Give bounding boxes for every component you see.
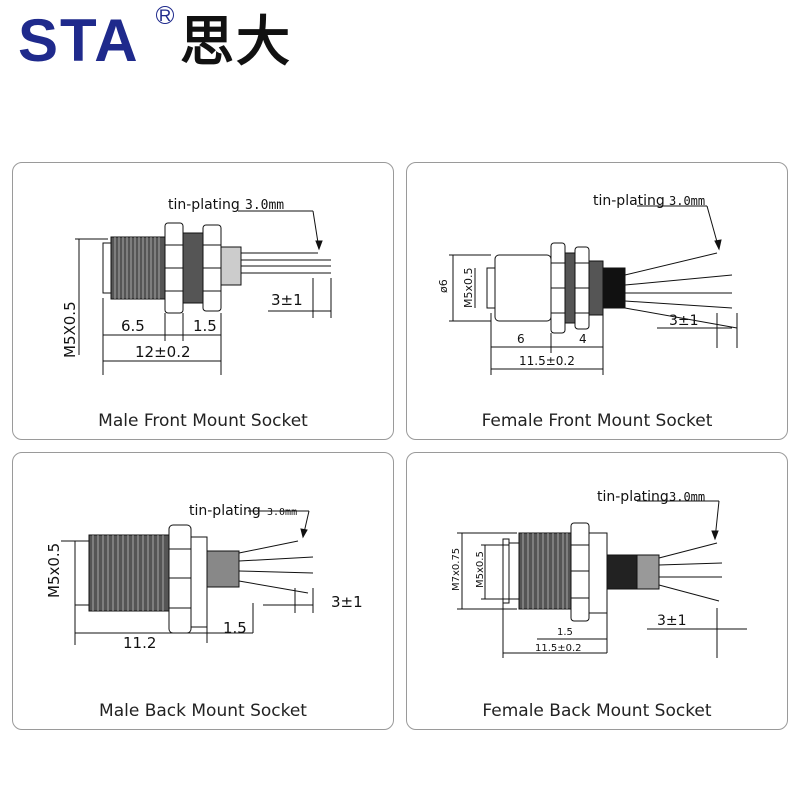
panel-caption: Male Back Mount Socket xyxy=(99,701,307,721)
dim-a-label: 6 xyxy=(517,332,525,346)
dim-b-label: 1.5 xyxy=(193,317,217,335)
dim-wire-label: 3±1 xyxy=(331,593,363,611)
registered-mark: R xyxy=(156,6,174,25)
dim-b-label: 1.5 xyxy=(557,627,573,638)
tin-plating-value: 3.0mm xyxy=(267,507,297,518)
tin-plating-label: tin-plating xyxy=(597,489,669,505)
dim-a-label: 6.5 xyxy=(121,317,145,335)
dim-total-label: 12±0.2 xyxy=(135,343,191,361)
dim-b-label: 4 xyxy=(579,332,587,346)
panel-male-back: M5x0.5 11.2 1.5 3±1 tin-plating 3.0mm Ma… xyxy=(12,452,394,730)
dia-dim-label: ø6 xyxy=(437,279,450,293)
female-front-drawing: ø6 M5x0.5 6 4 11.5±0.2 3±1 tin-plating 3… xyxy=(437,193,738,375)
tin-plating-value: 3.0mm xyxy=(245,198,284,213)
tin-plating-label: tin-plating xyxy=(593,193,665,209)
thread-dim-label: M5x0.5 xyxy=(475,551,486,588)
tin-plating-value: 3.0mm xyxy=(669,490,705,504)
panel-caption: Male Front Mount Socket xyxy=(98,411,308,431)
brand-logo: STA R 思大 xyxy=(18,6,348,76)
dim-wire-label: 3±1 xyxy=(669,313,699,329)
outer-thread-dim-label: M7x0.75 xyxy=(451,548,462,591)
female-back-drawing: M7x0.75 M5x0.5 1.5 11.5±0.2 3±1 tin-plat… xyxy=(451,489,747,658)
dim-total-label: 11.5±0.2 xyxy=(535,643,582,654)
panel-caption: Female Back Mount Socket xyxy=(482,701,712,721)
tin-plating-label: tin-plating xyxy=(189,503,261,519)
thread-dim-label: M5x0.5 xyxy=(45,543,63,598)
dim-b-label: 1.5 xyxy=(223,619,247,637)
dim-a-label: 11.2 xyxy=(123,634,156,652)
panel-female-back: M7x0.75 M5x0.5 1.5 11.5±0.2 3±1 tin-plat… xyxy=(406,452,788,730)
male-front-drawing: M5X0.5 6.5 1.5 12±0.2 3±1 tin-plating 3.… xyxy=(61,197,332,375)
thread-dim-label: M5X0.5 xyxy=(61,301,79,358)
thread-dim-label: M5x0.5 xyxy=(462,268,475,309)
dim-wire-label: 3±1 xyxy=(657,613,687,629)
tin-plating-label: tin-plating xyxy=(168,197,240,213)
male-back-drawing: M5x0.5 11.2 1.5 3±1 tin-plating 3.0mm xyxy=(45,503,363,652)
brand-sta: STA xyxy=(18,7,140,74)
brand-chinese: 思大 xyxy=(180,10,292,73)
panel-caption: Female Front Mount Socket xyxy=(481,411,713,431)
panel-female-front: ø6 M5x0.5 6 4 11.5±0.2 3±1 tin-plating 3… xyxy=(406,162,788,440)
tin-plating-value: 3.0mm xyxy=(669,194,705,208)
dim-total-label: 11.5±0.2 xyxy=(519,354,575,368)
dim-wire-label: 3±1 xyxy=(271,291,303,309)
panel-male-front: M5X0.5 6.5 1.5 12±0.2 3±1 tin-plating 3.… xyxy=(12,162,394,440)
